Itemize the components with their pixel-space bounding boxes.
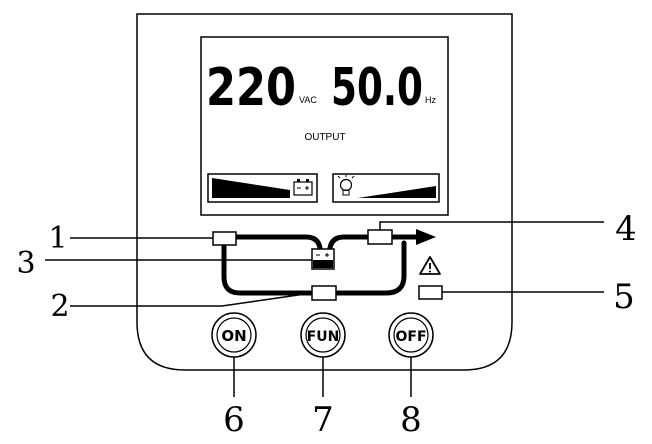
callout-4: 4 [615,209,637,249]
led-indicator-1 [212,231,237,246]
output-arrow-head [416,229,436,245]
led-indicator-5 [418,285,443,300]
warning-triangle-icon [419,256,441,275]
frequency-unit: Hz [425,95,436,105]
panel-outline [136,13,513,371]
voltage-unit: VAC [299,95,317,105]
battery-icon [311,248,335,270]
lcd-screen [200,36,449,216]
led-indicator-2 [311,285,337,301]
callout-5: 5 [613,277,635,317]
fun-button[interactable]: FUN [300,312,346,358]
callout-2: 2 [50,289,69,324]
callout-1: 1 [48,221,67,256]
fun-button-label: FUN [307,329,340,345]
callout-3: 3 [16,246,35,281]
off-button-label: OFF [395,329,426,345]
battery-icon [293,179,313,196]
battery-level-indicator [207,173,318,203]
on-button-label: ON [221,327,246,345]
callout-6: 6 [223,400,245,440]
led-indicator-4 [367,229,393,245]
load-level-wedge [358,186,436,198]
on-button[interactable]: ON [211,312,257,358]
load-level-indicator [332,173,440,203]
frequency-reading: 50.0 [331,58,423,118]
mode-label: OUTPUT [304,132,345,143]
power-flow-paths [221,234,419,296]
light-bulb-icon [337,175,355,196]
voltage-reading: 220 [206,58,296,118]
callout-7: 7 [312,400,334,440]
callout-8: 8 [400,400,422,440]
battery-level-wedge [212,178,290,198]
callout-leaders [45,221,604,397]
off-button[interactable]: OFF [388,312,434,358]
